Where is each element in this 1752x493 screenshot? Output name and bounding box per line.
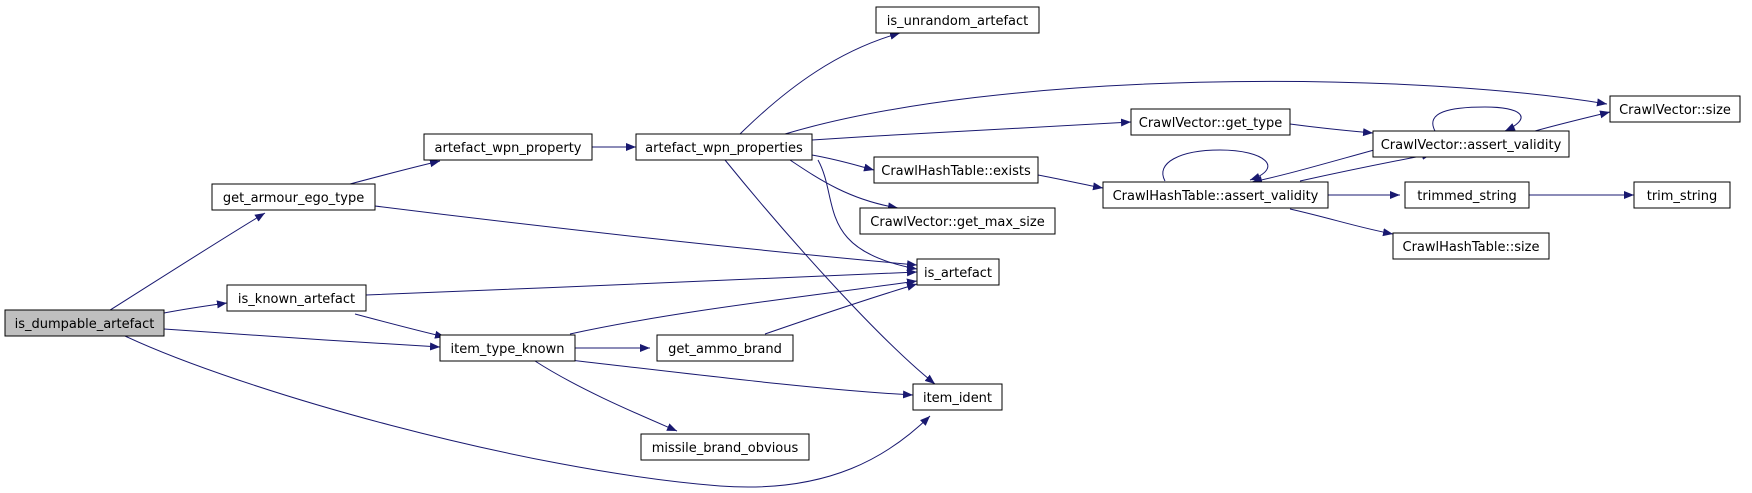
node-label: artefact_wpn_property xyxy=(435,141,582,156)
node-label: CrawlVector::size xyxy=(1619,103,1731,118)
edge-crawlvector-get-type-to-crawlvector-assert-validity xyxy=(1289,123,1374,137)
node-missile-brand-obvious[interactable]: missile_brand_obvious xyxy=(640,433,810,461)
node-label: CrawlVector::get_max_size xyxy=(870,215,1044,230)
node-item-type-known[interactable]: item_type_known xyxy=(439,334,576,362)
edge-artefact-wpn-properties-to-crawlvector-get-type xyxy=(811,118,1132,141)
node-crawlvector-get-max-size[interactable]: CrawlVector::get_max_size xyxy=(859,207,1056,235)
node-crawlhashtable-size[interactable]: CrawlHashTable::size xyxy=(1392,232,1550,260)
node-trim-string[interactable]: trim_string xyxy=(1633,181,1731,209)
node-label: missile_brand_obvious xyxy=(652,441,799,456)
edge-item-type-known-to-item-ident xyxy=(569,359,914,399)
edge-is-dumpable-artefact-to-is-known-artefact xyxy=(163,300,228,314)
edge-get-armour-ego-type-to-is-artefact xyxy=(374,205,918,269)
edge-artefact-wpn-properties-to-item-ident xyxy=(724,159,936,385)
node-label: trim_string xyxy=(1647,189,1718,204)
edge-crawlhashtable-assert-validity-to-crawlvector-assert-validity xyxy=(1299,151,1433,182)
node-get-ammo-brand[interactable]: get_ammo_brand xyxy=(656,334,794,362)
node-get-armour-ego-type[interactable]: get_armour_ego_type xyxy=(211,183,376,211)
node-is-unrandom-artefact[interactable]: is_unrandom_artefact xyxy=(875,6,1040,34)
node-item-ident[interactable]: item_ident xyxy=(912,383,1003,411)
node-crawlhashtable-exists[interactable]: CrawlHashTable::exists xyxy=(873,156,1039,184)
edge-item-type-known-to-is-artefact xyxy=(569,278,918,335)
node-label: CrawlHashTable::exists xyxy=(881,164,1031,179)
node-label: artefact_wpn_properties xyxy=(645,141,803,156)
edge-is-dumpable-artefact-to-item-type-known xyxy=(163,328,441,351)
node-label: trimmed_string xyxy=(1417,189,1516,204)
node-crawlhashtable-assert-validity[interactable]: CrawlHashTable::assert_validity xyxy=(1102,181,1329,209)
node-label: is_dumpable_artefact xyxy=(15,317,155,332)
edge-is-known-artefact-to-is-artefact xyxy=(365,268,918,296)
node-crawlvector-size[interactable]: CrawlVector::size xyxy=(1609,95,1741,123)
node-artefact-wpn-properties[interactable]: artefact_wpn_properties xyxy=(635,133,813,161)
node-trimmed-string[interactable]: trimmed_string xyxy=(1404,181,1530,209)
edge-artefact-wpn-properties-to-crawlhashtable-exists xyxy=(811,154,875,172)
edge-is-dumpable-artefact-to-get-armour-ego-type xyxy=(106,212,266,313)
edge-crawlhashtable-exists-to-crawlhashtable-assert-validity xyxy=(1037,174,1104,191)
node-label: item_type_known xyxy=(450,342,564,357)
node-artefact-wpn-property[interactable]: artefact_wpn_property xyxy=(423,133,593,161)
edge-crawlvector-assert-validity-to-crawlhashtable-assert-validity xyxy=(1251,146,1386,184)
node-label: get_armour_ego_type xyxy=(223,191,364,206)
node-label: get_ammo_brand xyxy=(668,342,782,357)
edge-crawlvector-assert-validity-self-loop xyxy=(1432,106,1522,132)
edge-artefact-wpn-properties-to-crawlvector-get-max-size xyxy=(789,159,899,211)
node-is-artefact[interactable]: is_artefact xyxy=(916,258,1000,286)
node-label: is_artefact xyxy=(924,266,992,281)
edge-crawlvector-assert-validity-to-crawlvector-size xyxy=(1534,110,1611,132)
node-crawlvector-assert-validity[interactable]: CrawlVector::assert_validity xyxy=(1372,130,1570,158)
edge-crawlhashtable-assert-validity-to-crawlhashtable-size xyxy=(1289,208,1394,237)
node-label: is_unrandom_artefact xyxy=(887,14,1028,29)
edge-artefact-wpn-properties-to-is-artefact xyxy=(817,159,918,272)
node-label: CrawlVector::get_type xyxy=(1139,116,1282,131)
node-label: item_ident xyxy=(923,391,992,406)
edges-layer xyxy=(106,31,1634,488)
edge-artefact-wpn-properties-to-is-unrandom-artefact xyxy=(739,31,901,135)
edge-get-armour-ego-type-to-artefact-wpn-property xyxy=(349,159,441,185)
edge-is-known-artefact-to-item-type-known xyxy=(354,313,446,339)
node-is-dumpable-artefact[interactable]: is_dumpable_artefact xyxy=(4,309,165,337)
node-crawlvector-get-type[interactable]: CrawlVector::get_type xyxy=(1130,108,1291,136)
edge-is-dumpable-artefact-to-item-ident xyxy=(124,335,931,488)
node-label: CrawlHashTable::assert_validity xyxy=(1113,189,1319,204)
nodes-layer: is_dumpable_artefact get_armour_ego_type… xyxy=(4,6,1741,461)
edge-get-ammo-brand-to-is-artefact xyxy=(764,283,918,335)
edge-crawlhashtable-assert-validity-self-loop xyxy=(1162,149,1269,182)
node-label: is_known_artefact xyxy=(238,292,355,307)
edge-item-type-known-to-missile-brand-obvious xyxy=(534,360,678,432)
node-label: CrawlHashTable::size xyxy=(1403,240,1540,255)
node-is-known-artefact[interactable]: is_known_artefact xyxy=(226,284,367,312)
node-label: CrawlVector::assert_validity xyxy=(1381,138,1562,153)
edge-artefact-wpn-properties-to-crawlvector-size xyxy=(784,80,1608,135)
